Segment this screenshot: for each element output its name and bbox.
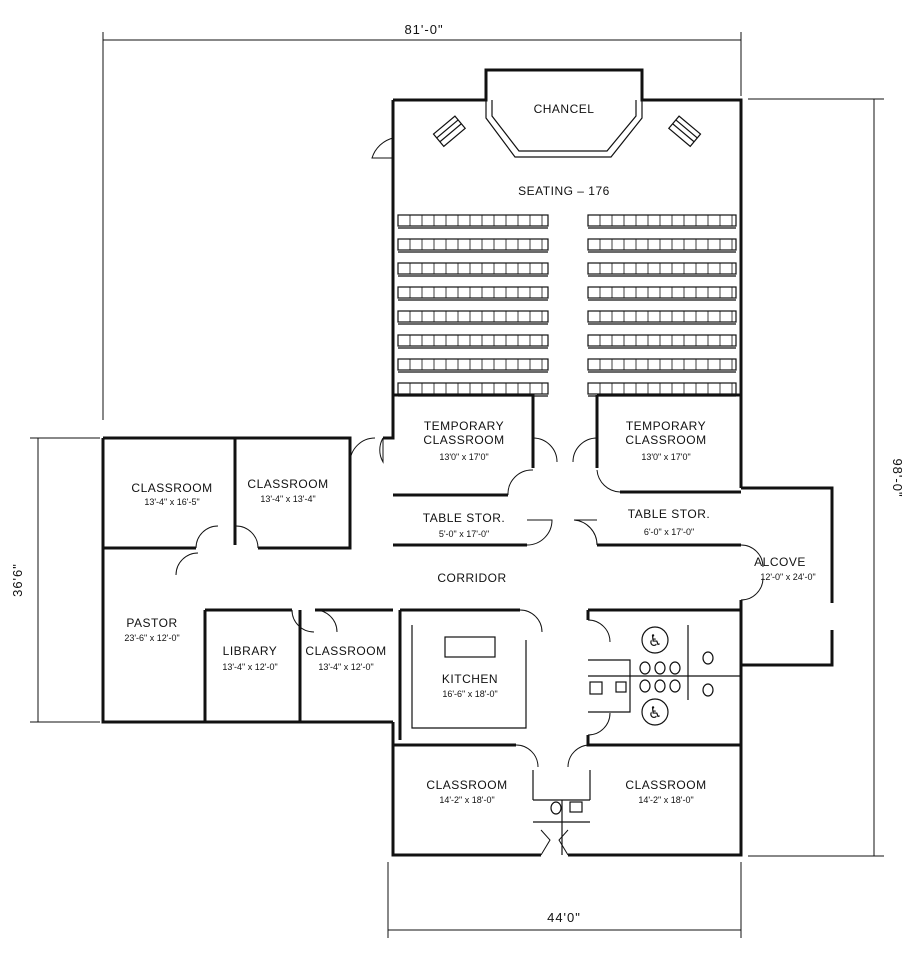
- classroom-d-name: CLASSROOM: [426, 778, 507, 792]
- kitchen-island: [444, 636, 496, 658]
- classroom-a-name: CLASSROOM: [131, 481, 212, 495]
- wheelchair-icon: ♿: [641, 626, 669, 654]
- exterior-walls: [101, 68, 834, 857]
- pew-icon: [397, 238, 549, 253]
- corridor-label: CORRIDOR: [437, 571, 506, 585]
- alcove-size: 12'-0" x 24'-0": [760, 572, 815, 582]
- temp-classroom-right-name2: CLASSROOM: [625, 433, 706, 447]
- svg-text:♿: ♿: [648, 703, 662, 722]
- wheelchair-icon: ♿: [641, 698, 669, 726]
- pew-icon: [397, 214, 549, 229]
- temp-classroom-right-size: 13'0" x 17'0": [641, 452, 690, 462]
- pew-icon: [397, 286, 549, 301]
- classroom-c-size: 13'-4" x 12'-0": [318, 662, 373, 672]
- pew-icon: [587, 334, 737, 349]
- classroom-b-size: 13'-4" x 13'-4": [260, 494, 315, 504]
- pew-icon: [587, 214, 737, 229]
- pew-rows: [397, 214, 737, 397]
- classroom-a-size: 13'-4" x 16'-5": [144, 497, 199, 507]
- kitchen-name: KITCHEN: [442, 672, 498, 686]
- temp-classroom-right-name1: TEMPORARY: [626, 419, 706, 433]
- overall-width-label: 81'-0": [404, 22, 443, 37]
- pew-icon: [587, 238, 737, 253]
- organ-icon: [432, 115, 467, 148]
- temp-classroom-left-name2: CLASSROOM: [423, 433, 504, 447]
- pew-icon: [587, 262, 737, 277]
- library-name: LIBRARY: [223, 644, 278, 658]
- svg-text:♿: ♿: [648, 631, 662, 650]
- interior-walls: [103, 393, 741, 855]
- dimension-lines: [30, 32, 884, 938]
- table-storage-right-name: TABLE STOR.: [628, 507, 710, 521]
- pew-icon: [397, 358, 549, 373]
- library-size: 13'-4" x 12'-0": [222, 662, 277, 672]
- seating-label: SEATING – 176: [518, 184, 610, 198]
- pew-icon: [397, 310, 549, 325]
- table-storage-left-size: 5'-0" x 17'-0": [439, 529, 489, 539]
- wing-depth-label: 36'6": [10, 563, 25, 597]
- pew-icon: [587, 310, 737, 325]
- chancel-platform: [485, 100, 643, 158]
- pew-icon: [587, 358, 737, 373]
- pastor-size: 23'-6" x 12'-0": [124, 633, 179, 643]
- chancel-label: CHANCEL: [534, 102, 595, 116]
- toilet-icon: [550, 651, 714, 815]
- table-storage-right-size: 6'-0" x 17'-0": [644, 527, 694, 537]
- front-width-label: 44'0": [547, 910, 581, 925]
- piano-icon: [667, 115, 702, 148]
- table-storage-left-name: TABLE STOR.: [423, 511, 505, 525]
- overall-depth-label: 98'-0": [890, 458, 905, 497]
- temp-classroom-left-size: 13'0" x 17'0": [439, 452, 488, 462]
- side-door-icon: [371, 137, 394, 159]
- classroom-c-name: CLASSROOM: [305, 644, 386, 658]
- classroom-b-name: CLASSROOM: [247, 477, 328, 491]
- classroom-d-size: 14'-2" x 18'-0": [439, 795, 494, 805]
- kitchen-size: 16'-6" x 18'-0": [442, 689, 497, 699]
- sink-icon: [639, 661, 681, 693]
- pastor-name: PASTOR: [126, 616, 177, 630]
- classroom-e-name: CLASSROOM: [625, 778, 706, 792]
- pew-icon: [397, 334, 549, 349]
- classroom-e-size: 14'-2" x 18'-0": [638, 795, 693, 805]
- pew-icon: [397, 262, 549, 277]
- temp-classroom-left-name1: TEMPORARY: [424, 419, 504, 433]
- alcove-name: ALCOVE: [754, 555, 806, 569]
- doors: [175, 437, 764, 856]
- pew-icon: [587, 286, 737, 301]
